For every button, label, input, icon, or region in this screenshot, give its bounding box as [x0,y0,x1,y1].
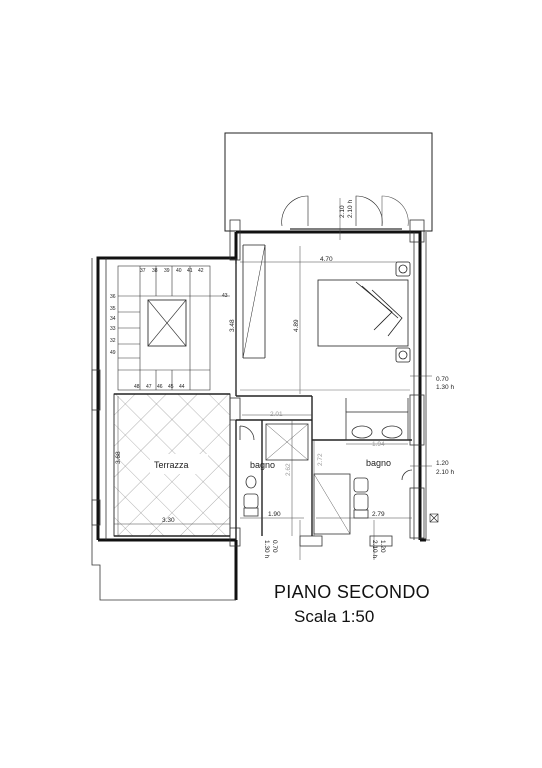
balcony-door [281,195,409,230]
dimension-lines [114,198,432,560]
dim-terrace-width: 3.30 [162,517,175,524]
room-label-terrace: Terrazza [154,460,189,470]
stairwell [117,265,230,391]
floor-title: PIANO SECONDO [274,582,430,602]
interior-walls [235,244,412,540]
right-bathroom-fixtures [313,469,413,535]
step-36: 36 [110,294,116,300]
stair-step-numbers: 37 38 39 40 41 42 43 36 35 34 33 32 49 4… [110,268,228,390]
dim-top-window: 2.10 [339,205,346,218]
dim-top-window-h: 2.10 h [347,200,354,218]
step-45: 45 [168,384,174,390]
room-label-bath-right: bagno [366,458,391,468]
step-48: 48 [134,384,140,390]
dim-bedroom-width: 4.70 [320,256,333,263]
dim-wardrobe: 1.94 [372,441,385,448]
terrace [113,393,231,537]
dim-bottom-bath-left: 1.90 [268,511,281,518]
step-32: 32 [110,338,116,344]
outer-walls [96,230,426,600]
dimension-labels: 2.10 2.10 h 4.70 3.48 4.89 0.70 1.30 h 1… [115,200,454,559]
dim-bottom-window-1: 0.70 [271,540,278,553]
dim-right-window-2: 1.20 [436,460,449,467]
scale-label: Scala 1:50 [294,607,375,626]
step-47: 47 [146,384,152,390]
dim-bottom-window-2-h: 2.10 h [371,540,378,558]
outer-facade [91,219,430,601]
step-43: 43 [222,293,228,299]
step-38: 38 [152,268,158,274]
dim-terrace-depth: 3.68 [115,451,122,464]
dim-bottom-bath-right: 2.79 [372,511,385,518]
bed [317,261,411,363]
step-40: 40 [176,268,182,274]
step-44: 44 [179,384,185,390]
dim-bath-left-h: 2.62 [285,463,292,476]
step-41: 41 [187,268,193,274]
left-bathroom-fixtures [239,423,309,517]
room-labels: Terrazza bagno bagno [154,458,391,470]
markers [429,513,439,523]
dim-bath-right-h: 2.72 [317,453,324,466]
dim-corridor: 2.01 [270,411,283,418]
dim-bottom-window-1-h: 1.30 h [263,540,270,558]
vanity [345,398,409,441]
room-label-bath-left: bagno [250,460,275,470]
dim-right-window-2-h: 2.10 h [436,469,454,476]
step-33: 33 [110,326,116,332]
dim-right-window-1-h: 1.30 h [436,384,454,391]
step-46: 46 [157,384,163,390]
dim-bottom-window-2: 1.20 [379,540,386,553]
dim-room-height-mid: 4.89 [293,319,300,332]
step-42: 42 [198,268,204,274]
step-39: 39 [164,268,170,274]
dim-room-height-left: 3.48 [229,319,236,332]
step-34: 34 [110,316,116,322]
step-35: 35 [110,306,116,312]
step-37: 37 [140,268,146,274]
dim-right-window-1: 0.70 [436,376,449,383]
upper-balcony [224,132,433,232]
step-49: 49 [110,350,116,356]
